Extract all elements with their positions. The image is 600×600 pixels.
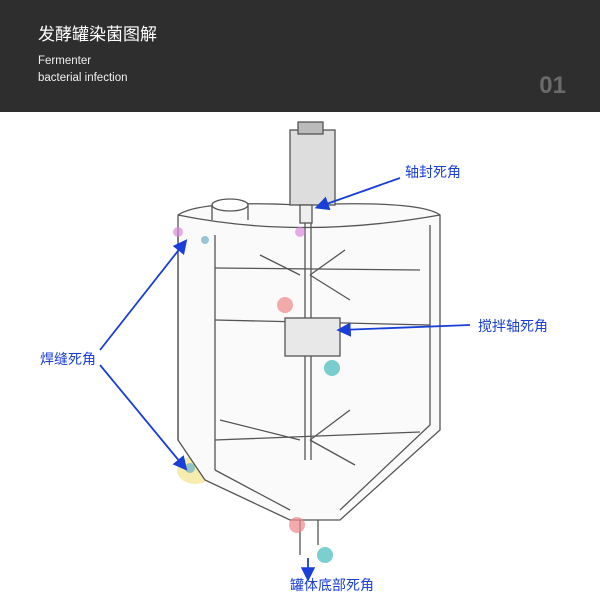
- callout-arrows: [99, 177, 471, 582]
- tank: [177, 121, 441, 555]
- subtitle-line2: bacterial infection: [38, 72, 128, 84]
- bacteria-markers: [173, 227, 340, 563]
- label-shaft-seal: 轴封死角: [405, 165, 461, 181]
- subtitle-line1: Fermenter: [38, 55, 92, 67]
- page-title: 发酵罐染菌图解: [38, 25, 157, 45]
- label-agitator-shaft: 搅拌轴死角: [478, 319, 548, 335]
- label-tank-bottom: 罐体底部死角: [290, 578, 374, 594]
- header: 发酵罐染菌图解 Fermenter bacterial infection 01: [0, 0, 600, 112]
- label-weld-seam: 焊缝死角: [40, 352, 96, 368]
- page-number: 01: [539, 72, 566, 99]
